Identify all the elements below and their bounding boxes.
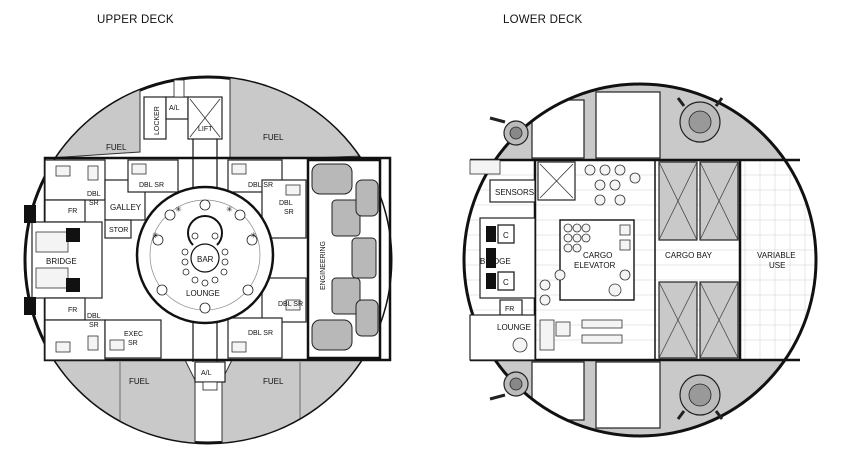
sensors-room [489,179,536,203]
label-dbl-sr-top-right: DBL SR [248,182,273,189]
label-bridge-lower: BRIDGE [480,257,511,266]
label-bridge-upper: BRIDGE [46,257,77,266]
label-fr-top: FR [68,208,77,215]
label-dbl-sr-bottom-inner: DBL SR [248,330,273,337]
lower-deck-title: LOWER DECK [503,14,583,26]
fr-top-room [44,199,86,223]
upper-deck-title: UPPER DECK [97,14,174,26]
label-sensors: SENSORS [495,188,534,197]
label-locker: LOCKER [154,106,161,135]
label-fuel-bottom-left: FUEL [129,377,150,386]
bar-counter [190,243,220,273]
fuel-tank-bottom-right [221,359,391,443]
label-bar: BAR [197,255,214,264]
label-fuel-top-right: FUEL [263,133,284,142]
label-fr-bottom: FR [68,307,77,314]
turret-top-right [676,97,724,143]
label-dbl-sr-right-bottom: DBL SR [278,301,303,308]
label-c-top: C [503,231,509,240]
turret-bottom-left [489,371,529,401]
fr-bottom-room [44,297,86,321]
label-lounge-upper: LOUNGE [186,289,220,298]
label-stor: STOR [109,227,128,234]
fuel-tank-bottom-left [29,359,196,443]
svg-text:✳: ✳ [152,231,159,240]
svg-text:✳: ✳ [226,205,233,214]
label-lounge-lower: LOUNGE [497,323,531,332]
svg-text:✳: ✳ [175,205,182,214]
label-airlock-top: A/L [169,105,180,112]
turret-top-left [489,116,529,146]
label-airlock-bottom: A/L [201,370,212,377]
exec-sr-room [104,319,162,359]
label-lift: LIFT [198,126,213,133]
turret-bottom-right [676,374,724,420]
label-fuel-top-left: FUEL [106,143,127,152]
svg-text:✳: ✳ [250,231,257,240]
stor-room [104,219,132,239]
label-fr-lower: FR [505,306,514,313]
lounge-lower-room [469,314,536,361]
fuel-tank-top-right [229,77,391,159]
label-galley: GALLEY [110,203,142,212]
label-c-bottom: C [503,278,509,287]
upper-deck-plan: ✳ ✳ ✳ ✳ FUEL FUEL FUEL FUEL LOCKER A/L L… [23,75,393,445]
label-engineering: ENGINEERING [320,241,327,290]
label-fuel-bottom-right: FUEL [263,377,284,386]
label-dbl-sr-top-inner: DBL SR [139,182,164,189]
label-cargo-bay: CARGO BAY [665,251,713,260]
lower-deck-plan: SENSORS BRIDGE C C FR LOUNGE CARGO BAY C… [462,82,818,438]
